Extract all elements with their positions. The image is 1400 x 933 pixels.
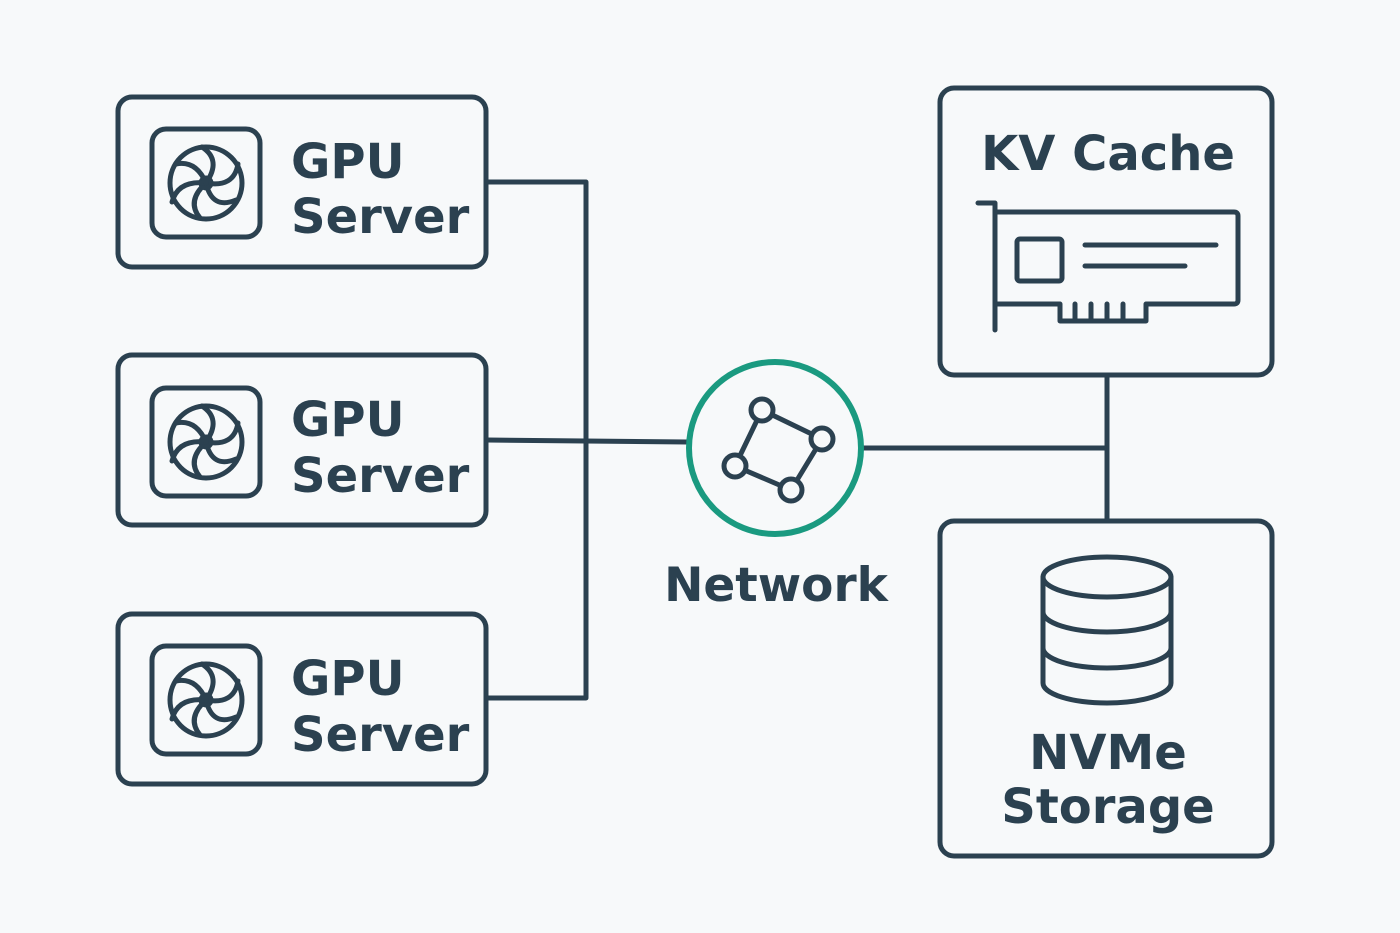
network-node[interactable] [686,359,864,537]
kv-cache-node[interactable] [937,85,1275,378]
connector-gpu-2 [484,437,690,445]
gpu-server-label-line2: Server [291,189,470,245]
connector-lines [484,179,1110,701]
connector-gpu-1 [484,179,589,445]
labels: GPU Server GPU Server GPU Server Network… [291,126,1235,835]
gpu-server-label-line2: Server [291,448,470,504]
gpu-server-label-line1: GPU [291,651,405,707]
fan-icon [149,126,263,240]
nvme-storage-label-line2: Storage [1001,779,1214,835]
gpu-server-label-line2: Server [291,707,470,763]
kv-cache-label: KV Cache [981,126,1235,182]
pcie-card-icon [975,200,1241,333]
kv-cache-box [937,85,1275,378]
fan-icon [149,385,263,499]
gpu-server-node[interactable] [115,94,489,270]
nvme-storage-box [937,518,1275,859]
gpu-server-node[interactable] [115,611,489,787]
database-icon [1040,554,1174,706]
nvme-storage-label-line1: NVMe [1029,725,1187,781]
network-graph-icon [721,396,836,504]
connector-gpu-3 [484,439,589,701]
fan-icon [149,643,263,757]
nvme-storage-node[interactable] [937,518,1275,859]
gpu-server-box [115,352,489,528]
gpu-server-box [115,611,489,787]
gpu-server-label-line1: GPU [291,134,405,190]
network-circle [686,359,864,537]
gpu-server-label-line1: GPU [291,392,405,448]
gpu-server-node[interactable] [115,352,489,528]
gpu-server-box [115,94,489,270]
network-label: Network [664,558,890,613]
